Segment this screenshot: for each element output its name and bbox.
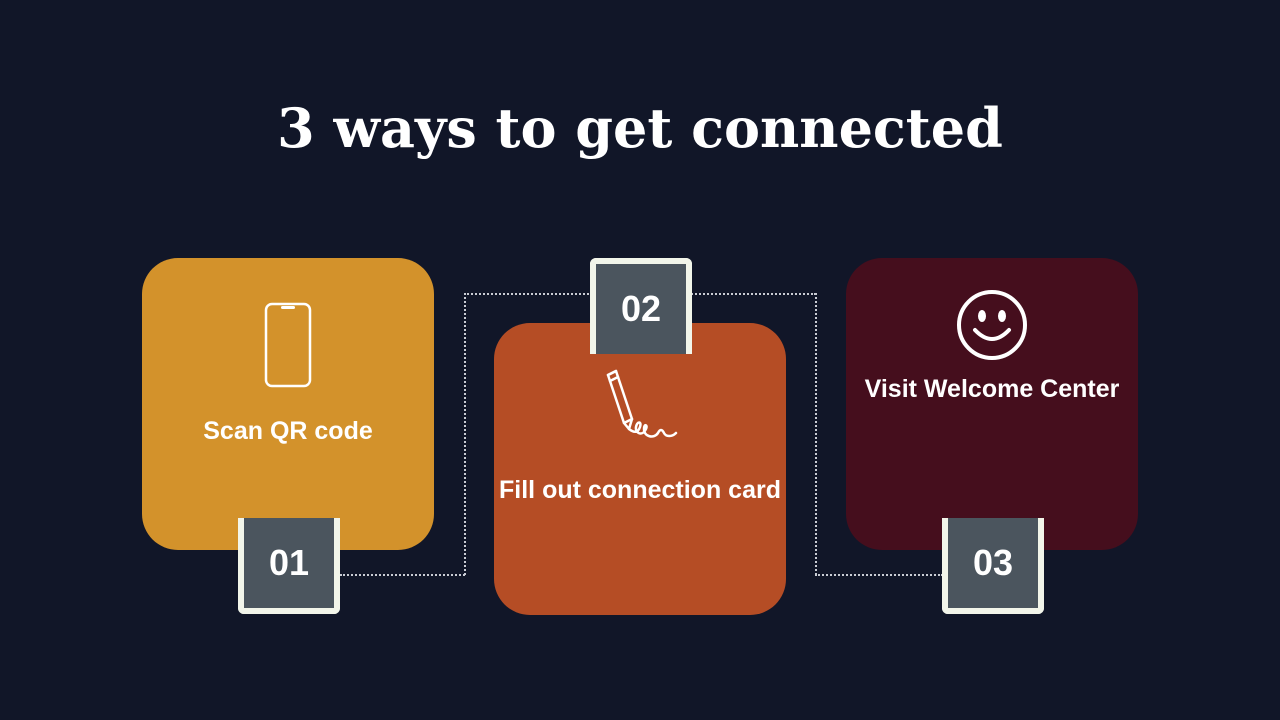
step-label-1: Scan QR code [203, 417, 373, 445]
step-label-2: Fill out connection card [499, 476, 781, 504]
smiley-icon [846, 288, 1138, 362]
pencil-icon [494, 367, 786, 451]
step-label-3: Visit Welcome Center [864, 375, 1120, 403]
step-card-3[interactable]: Visit Welcome Center [846, 258, 1138, 550]
step-number-badge-1: 01 [238, 518, 340, 614]
step-number-badge-3: 03 [942, 518, 1044, 614]
slide-title: 3 ways to get connected [277, 96, 1003, 160]
step-card-1[interactable]: Scan QR code [142, 258, 434, 550]
step-number-badge-2: 02 [590, 258, 692, 354]
step-card-2[interactable]: Fill out connection card [494, 323, 786, 615]
phone-icon [142, 302, 434, 388]
